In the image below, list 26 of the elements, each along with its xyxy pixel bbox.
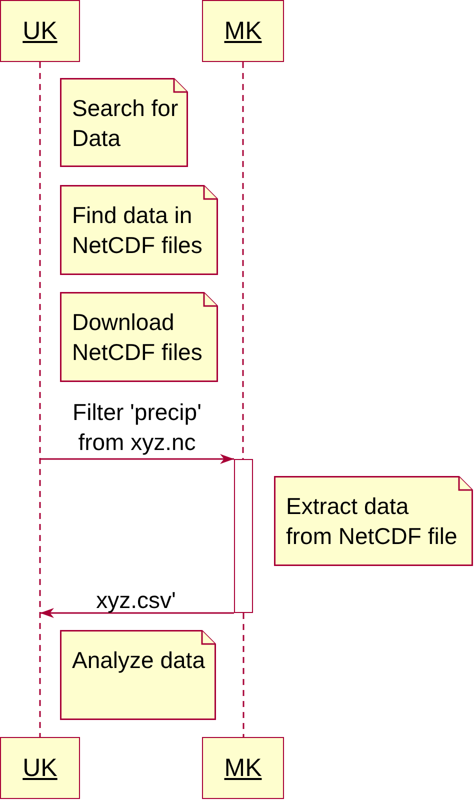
participant-box [202,0,284,62]
note-text: Analyze data [72,646,205,675]
message-arrow [40,454,234,464]
participant-box [0,0,80,62]
message-arrow [40,608,234,618]
note [60,630,216,720]
note-text: Download NetCDF files [72,308,202,367]
note-text: Search for Data [72,94,178,153]
participant-name: UK [22,17,58,45]
participant-box [202,737,284,799]
message-label: xyz.csv' [96,589,176,611]
lifeline [39,62,41,737]
note-text: Find data in NetCDF files [72,201,202,260]
note [60,185,218,275]
note [60,292,218,382]
lifeline [242,62,244,459]
note [274,476,473,566]
participant-name: MK [224,17,262,45]
note-text: Extract data from NetCDF file [286,492,458,551]
activation-bar [234,459,253,613]
message-label: Filter 'precip' from xyz.nc [72,398,202,457]
lifeline [242,613,244,737]
note [60,78,188,167]
participant-box [0,737,80,799]
participant-name: MK [224,754,262,782]
participant-name: UK [22,754,58,782]
